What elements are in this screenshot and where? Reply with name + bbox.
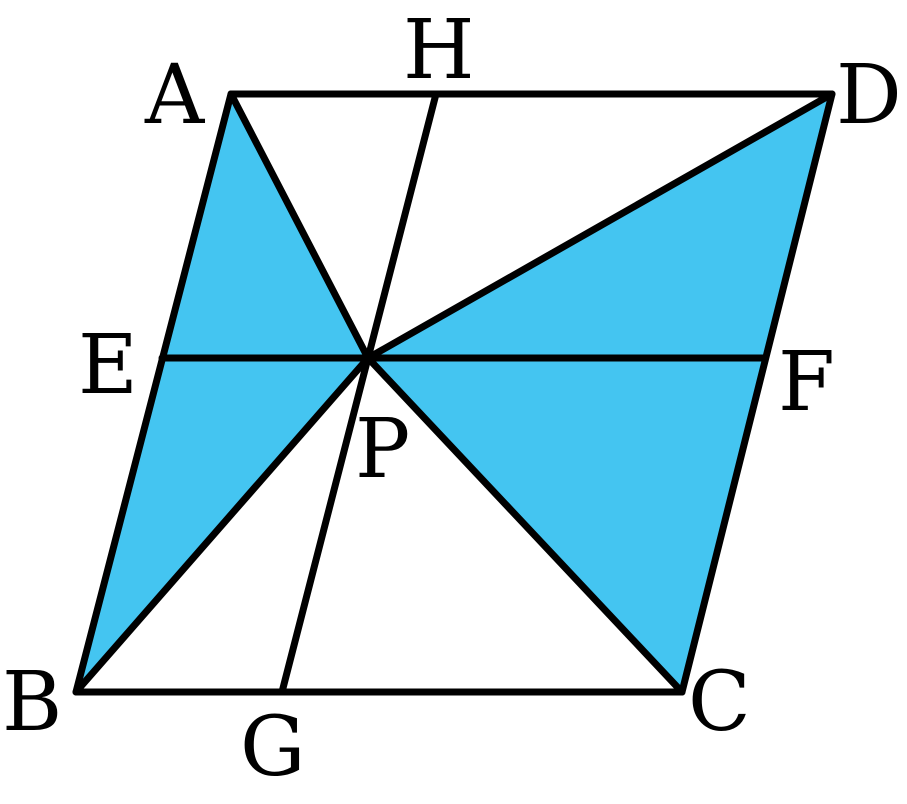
- label-f: F: [778, 335, 835, 430]
- segment-pb: [72, 354, 372, 696]
- label-p: P: [355, 402, 410, 497]
- label-h: H: [403, 3, 475, 98]
- label-c: C: [688, 655, 751, 750]
- label-d: D: [836, 48, 902, 143]
- segment-pd: [364, 90, 836, 362]
- diagram-lines: [72, 90, 836, 696]
- point-labels: A H D E F P B G C: [2, 3, 902, 795]
- shaded-regions: [76, 94, 832, 692]
- label-e: E: [78, 318, 138, 413]
- label-g: G: [240, 700, 306, 795]
- label-a: A: [144, 48, 206, 143]
- shaded-triangle-apb: [76, 94, 368, 692]
- segment-hg: [278, 90, 440, 696]
- segment-pc: [364, 354, 686, 696]
- segment-pa: [227, 90, 372, 362]
- label-b: B: [2, 655, 62, 750]
